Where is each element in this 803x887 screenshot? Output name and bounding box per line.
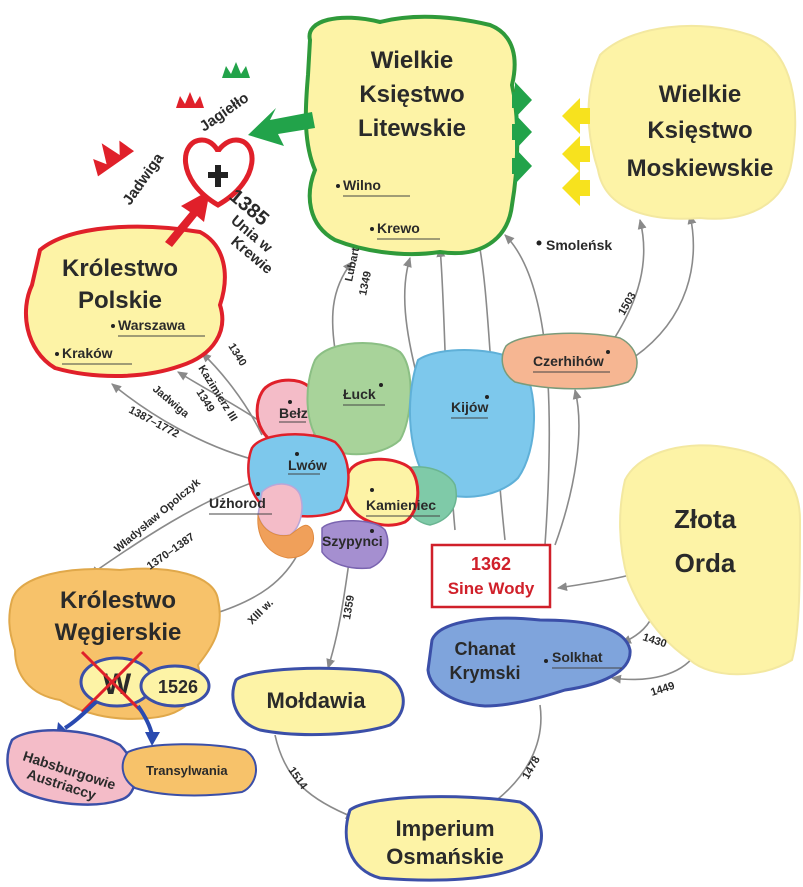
ottoman-line1: Imperium (395, 816, 494, 841)
uzhorod-label: Użhorod (209, 495, 266, 511)
arrow-uzhorod-hungary (208, 549, 301, 617)
arrow-moldavia-ottoman (274, 734, 357, 819)
krewo-dot (370, 227, 374, 231)
region-transylvania: Transylwania (121, 743, 257, 797)
moscow-line2: Księstwo (647, 117, 752, 144)
moscow-line3: Moskiewskie (627, 155, 774, 182)
region-moldavia: Mołdawia (231, 666, 405, 737)
city-warszawa: Warszawa (118, 317, 185, 333)
luck-label: Łuck (343, 386, 376, 402)
blue-arrow-habsburg (63, 700, 98, 730)
hungary-line1: Królestwo (60, 587, 176, 614)
kamieniec-label: Kamieniec (366, 497, 436, 513)
smolensk-dot (536, 240, 542, 246)
horde-line1: Złota (674, 504, 737, 534)
moldavia-label: Mołdawia (266, 688, 366, 713)
crown-icon (222, 62, 250, 78)
label-1349a: 1349 (357, 270, 374, 296)
hungary-badge-year: 1526 (158, 677, 198, 697)
czerhihow-label: Czerhihów (533, 353, 604, 369)
lithuania-line1: Wielkie (371, 47, 454, 74)
red-arrow-to-heart (165, 190, 210, 247)
label-xiii: XIII w. (246, 597, 276, 627)
transylvania-label: Transylwania (146, 763, 228, 778)
arrow-horde-sinewody (556, 574, 631, 592)
lithuania-line2: Księstwo (359, 81, 464, 108)
battle-year: 1362 (471, 554, 511, 574)
green-arrows-east (512, 82, 532, 184)
wilno-dot (336, 184, 340, 188)
cross-icon (208, 165, 228, 187)
city-krewo: Krewo (377, 220, 420, 236)
szypynci-label: Szypynci (322, 533, 383, 549)
region-szypynci: Szypynci (321, 520, 389, 570)
city-solkhat: Solkhat (552, 649, 603, 665)
battle-name: Sine Wody (448, 579, 535, 598)
region-habsburg: Habsburgowie Austriaccy (6, 729, 137, 806)
battle-box: 1362 Sine Wody (430, 543, 552, 609)
region-kijow: Kijów (409, 349, 535, 498)
label-1370-1387: 1370–1387 (145, 531, 197, 572)
crown-icon (93, 140, 135, 177)
label-1359: 1359 (341, 594, 357, 620)
city-wilno: Wilno (343, 177, 381, 193)
yellow-arrows-west (562, 98, 590, 206)
region-uzhorod: Użhorod (209, 483, 314, 559)
ottoman-line2: Osmańskie (386, 844, 503, 869)
green-arrow-to-heart (248, 108, 315, 146)
poland-line2: Polskie (78, 287, 162, 314)
lithuania-line3: Litewskie (358, 115, 466, 142)
label-1449: 1449 (649, 680, 676, 699)
crimea-line1: Chanat (454, 639, 515, 659)
city-smolensk: Smoleńsk (546, 237, 612, 253)
jagiello-label: Jagiełło (197, 89, 253, 135)
label-1340: 1340 (225, 341, 248, 368)
label-1514: 1514 (286, 765, 310, 793)
poland-line1: Królestwo (62, 255, 178, 282)
arrow-sinewody-czerhihow (554, 388, 582, 546)
city-krakow: Kraków (62, 345, 113, 361)
krakow-dot (55, 352, 59, 356)
region-czerhihow: Czerhihów (501, 332, 638, 390)
moscow-line1: Wielkie (659, 81, 742, 108)
horde-line2: Orda (675, 548, 736, 578)
label-lubart: Lubart (343, 246, 362, 282)
arrow-czerhihow-moscow (609, 218, 647, 346)
arrow-lwow-poland-1340 (201, 352, 263, 436)
arrow-lwow-poland-jadwiga (111, 383, 256, 461)
lwow-label: Lwów (288, 457, 327, 473)
hungary-line2: Węgierskie (55, 619, 182, 646)
arrow-lwow-hungary-opolczyk (89, 479, 261, 576)
region-luck: Łuck (306, 342, 412, 456)
crimea-line2: Krymski (449, 663, 520, 683)
kijow-label: Kijów (451, 399, 488, 415)
arrow-kijow-lithuania (403, 256, 419, 381)
label-1503: 1503 (616, 290, 639, 317)
label-1478: 1478 (520, 754, 543, 781)
belz-label: Bełz (279, 405, 308, 421)
crown-icon (176, 92, 204, 108)
arrow-kijow-moscow (629, 213, 697, 361)
jadwiga-label: Jadwiga (119, 150, 167, 209)
warszawa-dot (111, 324, 115, 328)
union-symbol: Jadwiga Jagiełło 1385 Unia w Krewie (93, 62, 276, 278)
region-belz: Bełz (255, 378, 321, 450)
arrow-luck-lithuania (331, 261, 353, 357)
